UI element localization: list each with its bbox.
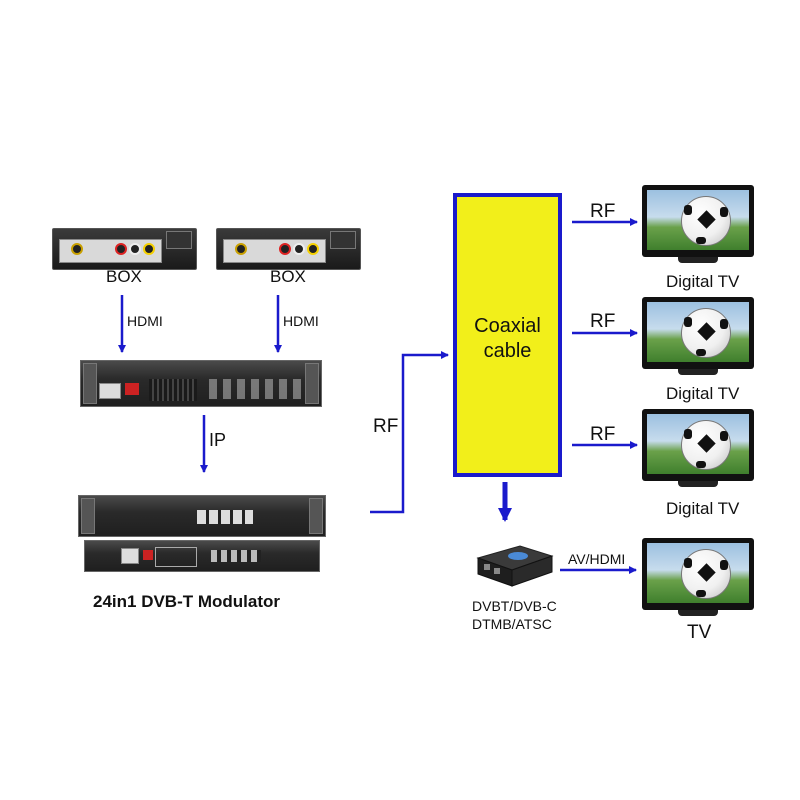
box-left-label: BOX bbox=[106, 267, 142, 286]
television-2 bbox=[642, 297, 754, 377]
modulator-rack bbox=[78, 495, 326, 537]
rf-tv3-label: RF bbox=[590, 424, 616, 445]
soccer-ball-icon bbox=[681, 308, 731, 358]
rf-to-coax-arrow bbox=[370, 351, 449, 514]
set-top-box-right bbox=[216, 228, 361, 270]
tv2-label: Digital TV bbox=[666, 384, 740, 403]
box-right-label: BOX bbox=[270, 267, 306, 286]
coax-line1: Coaxial bbox=[474, 315, 541, 337]
tv4-label: TV bbox=[687, 622, 712, 643]
receiver-line1: DVBT/DVB-C bbox=[472, 598, 557, 614]
receiver-box-icon bbox=[476, 545, 554, 587]
rf-to-coax-label: RF bbox=[373, 416, 399, 437]
av-hdmi-label: AV/HDMI bbox=[568, 551, 626, 567]
television-1 bbox=[642, 185, 754, 265]
tv1-label: Digital TV bbox=[666, 272, 740, 291]
coaxial-cable-box: Coaxial cable bbox=[453, 193, 562, 477]
modulator-rear-panel bbox=[84, 540, 320, 572]
rf-tv1-label: RF bbox=[590, 201, 616, 222]
soccer-ball-icon bbox=[681, 196, 731, 246]
set-top-box-left bbox=[52, 228, 197, 270]
television-3 bbox=[642, 409, 754, 489]
television-4 bbox=[642, 538, 754, 618]
soccer-ball-icon bbox=[681, 549, 731, 599]
tv3-label: Digital TV bbox=[666, 499, 740, 518]
modulator-label: 24in1 DVB-T Modulator bbox=[93, 592, 281, 611]
coax-line2: cable bbox=[483, 340, 532, 362]
encoder-rack bbox=[80, 360, 322, 407]
hdmi-right-label: HDMI bbox=[283, 313, 319, 329]
receiver-line2: DTMB/ATSC bbox=[472, 616, 552, 632]
hdmi-left-label: HDMI bbox=[127, 313, 163, 329]
ip-label: IP bbox=[209, 430, 227, 450]
soccer-ball-icon bbox=[681, 420, 731, 470]
rf-tv2-label: RF bbox=[590, 311, 616, 332]
